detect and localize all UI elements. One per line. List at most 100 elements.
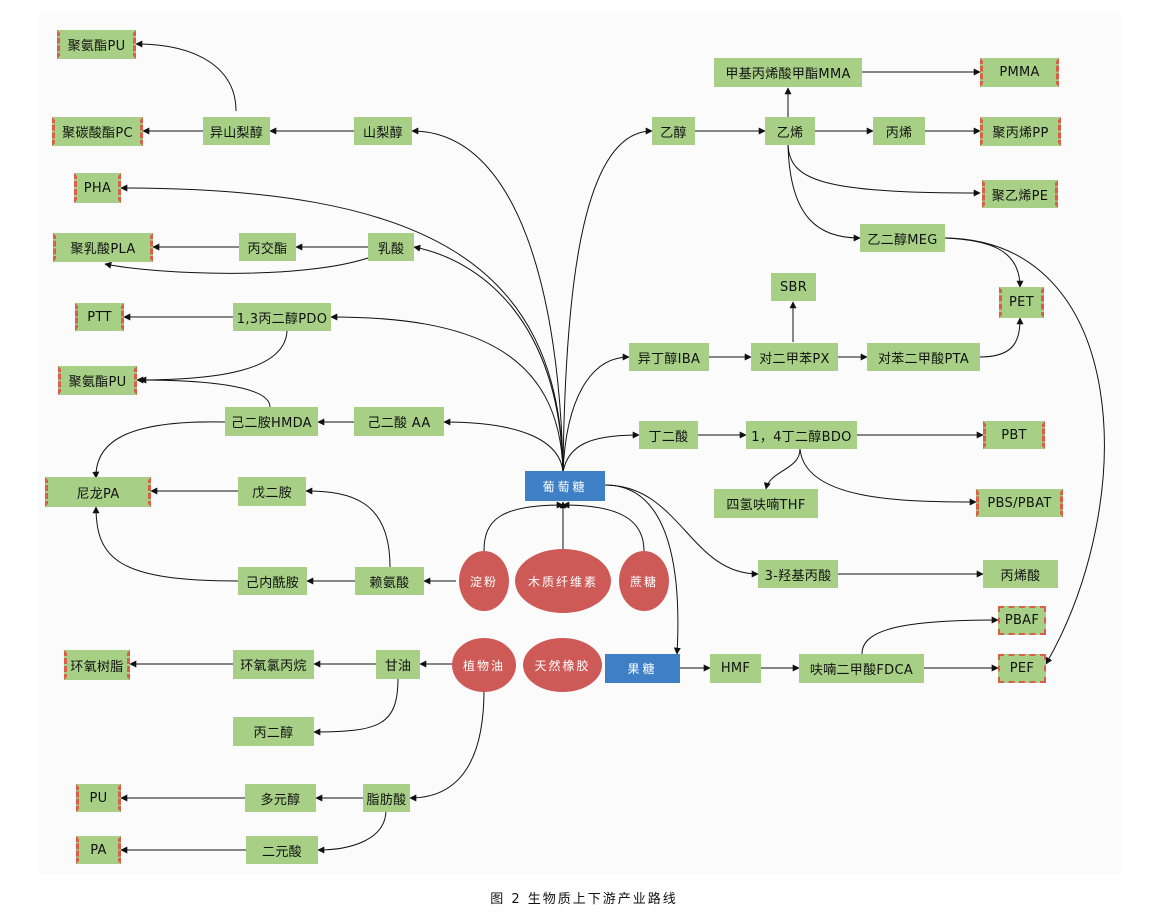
node-pta: 对苯二甲酸PTA: [867, 343, 980, 371]
edge-glucose-iba: [562, 353, 630, 473]
node-label: 呋喃二甲酸FDCA: [809, 663, 914, 678]
node-label: 戊二胺: [252, 486, 292, 501]
node-label: 天然橡胶: [534, 658, 591, 673]
edge-pdo-pu: [136, 330, 288, 384]
node-label: 聚碳酸酯PC: [62, 126, 133, 141]
edge-glucose-fructose: [604, 484, 681, 655]
node-label: 淀粉: [469, 574, 498, 589]
node-epoxy-resin: 环氧树脂: [64, 650, 130, 680]
node-cellulose: 木质纤维素: [515, 549, 611, 613]
node-pef: PEF: [998, 654, 1046, 683]
node-label: 乙烯: [776, 125, 804, 141]
edge-fatty-dibasic: [317, 809, 387, 854]
node-ethylene: 乙烯: [765, 117, 815, 145]
node-hmda: 己二胺HMDA: [225, 407, 318, 436]
node-label: 己二胺HMDA: [231, 416, 312, 431]
node-fructose: 果糖: [605, 654, 680, 683]
edge-glucose-succinic: [562, 431, 640, 473]
edge-meg-pet: [944, 237, 1024, 288]
edge-hmda-nylon: [92, 421, 226, 479]
node-acrylic-acid: 丙烯酸: [983, 560, 1058, 588]
edge-isosorbide-pu: [135, 40, 237, 112]
node-starch: 淀粉: [459, 551, 509, 611]
node-label: 乳酸: [377, 241, 405, 257]
node-label: 蔗糖: [629, 574, 658, 589]
node-pc: 聚碳酸酯PC: [52, 117, 143, 146]
node-polyol: 多元醇: [245, 784, 316, 812]
node-bdo: 1，4丁二醇BDO: [746, 421, 857, 449]
node-natural-rubber: 天然橡胶: [523, 638, 602, 692]
node-ech: 环氧氯丙烷: [233, 650, 314, 679]
node-label: 对二甲苯PX: [759, 351, 830, 367]
edge-glucose-hpa: [604, 484, 759, 578]
edge-glucose-lactic: [413, 244, 564, 473]
edge-oil-fatty: [409, 689, 485, 802]
node-lactide: 丙交酯: [239, 233, 296, 261]
node-label: 聚氨酯PU: [68, 375, 127, 390]
edge-caprolactam-nylon: [92, 506, 239, 582]
edge-lactic-pla-direct: [104, 257, 369, 274]
node-label: 环氧树脂: [70, 659, 124, 675]
edge-bdo-pbs: [799, 448, 977, 506]
figure-caption: 图 2 生物质上下游产业路线: [490, 892, 678, 907]
node-propylene: 丙烯: [873, 117, 925, 145]
edge-lysine-pentane: [305, 487, 391, 568]
node-label: 赖氨酸: [369, 575, 410, 591]
node-label: PET: [1009, 295, 1034, 310]
node-pentanediamine: 戊二胺: [238, 477, 306, 506]
node-label: 丙二醇: [253, 726, 294, 741]
node-label: 果糖: [627, 662, 658, 676]
node-veg-oil: 植物油: [452, 638, 516, 692]
node-propanediol: 丙二醇: [233, 717, 314, 746]
node-pmma: PMMA: [980, 58, 1059, 87]
node-label: PA: [90, 842, 107, 858]
node-label: PMMA: [999, 65, 1040, 80]
edge-pta-pet: [979, 317, 1024, 358]
node-nylon-pa: 尼龙PA: [45, 477, 151, 507]
node-dibasic-acid: 二元酸: [246, 836, 318, 864]
node-mma: 甲基丙烯酸甲酯MMA: [714, 58, 862, 87]
node-glucose: 葡萄糖: [525, 471, 605, 501]
node-label: PBAF: [1004, 613, 1040, 628]
node-label: 甲基丙烯酸甲酯MMA: [725, 67, 851, 82]
node-sucrose: 蔗糖: [619, 551, 669, 611]
edge-meg-pef: [944, 237, 1105, 665]
node-label: HMF: [720, 661, 751, 676]
node-pbaf: PBAF: [998, 606, 1046, 635]
edge-glucose-aa: [443, 418, 564, 473]
node-label: 乙醇: [660, 125, 687, 141]
edge-glycerol-propanediol: [313, 677, 399, 736]
node-glycerol: 甘油: [376, 650, 420, 679]
node-ethanol: 乙醇: [652, 117, 695, 145]
node-ptt: PTT: [75, 303, 124, 331]
edge-glucose-pdo: [330, 313, 564, 473]
node-label: 甘油: [384, 659, 412, 674]
node-label: 聚乳酸PLA: [70, 242, 136, 257]
node-sbr: SBR: [771, 273, 816, 301]
node-label: 丙交酯: [247, 241, 288, 257]
node-label: 葡萄糖: [542, 479, 588, 494]
node-label: 植物油: [462, 658, 505, 673]
node-label: 己二酸 AA: [367, 416, 431, 431]
node-fatty-acid: 脂肪酸: [363, 784, 410, 812]
edge-glucose-pha: [120, 184, 564, 473]
edge-sucrose-glucose: [562, 501, 645, 552]
node-label: PHA: [83, 180, 112, 196]
node-pbt: PBT: [983, 421, 1045, 449]
node-label: 丙烯酸: [1000, 568, 1041, 584]
node-pu-mid: 聚氨酯PU: [58, 366, 137, 395]
node-isosorbide: 异山梨醇: [203, 117, 270, 145]
edge-starch-glucose: [483, 501, 564, 552]
node-pe: 聚乙烯PE: [982, 180, 1058, 208]
node-pu-top: 聚氨酯PU: [57, 30, 136, 59]
node-label: 木质纤维素: [527, 574, 598, 589]
node-label: SBR: [779, 279, 808, 295]
edge-fdca-pbaf: [861, 616, 999, 655]
node-label: 脂肪酸: [366, 792, 407, 808]
edge-glucose-ethanol: [562, 127, 653, 473]
node-3hp: 3-羟基丙酸: [758, 560, 838, 588]
node-label: PBT: [1001, 427, 1027, 443]
node-px: 对二甲苯PX: [751, 343, 838, 371]
node-pet: PET: [999, 287, 1044, 318]
